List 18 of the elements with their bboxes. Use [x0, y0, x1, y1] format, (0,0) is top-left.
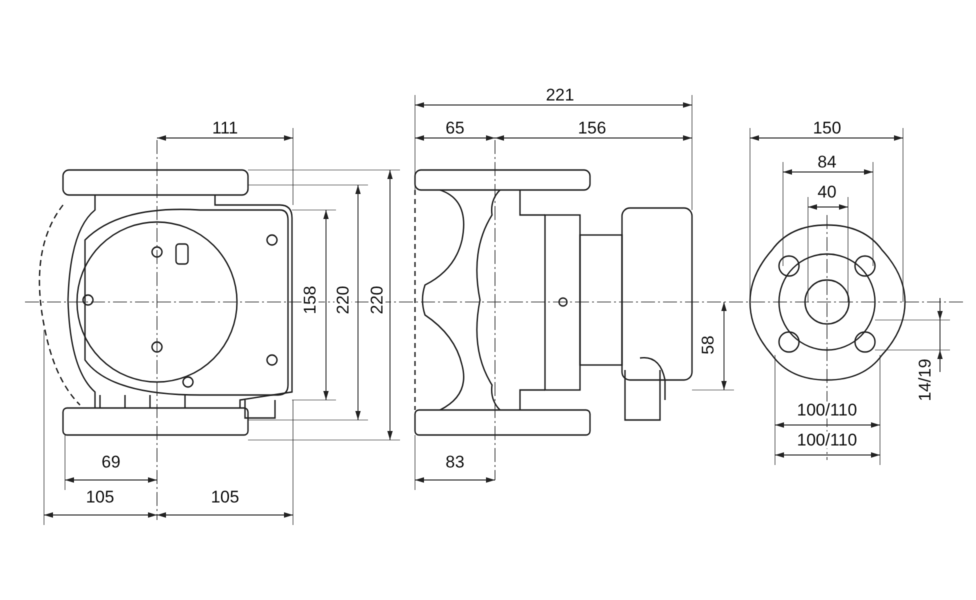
dimension-label: 83: [444, 454, 466, 470]
dimension-label: 158: [302, 284, 318, 316]
dimension-label: 14/19: [916, 358, 934, 402]
dimension-label: 111: [211, 120, 239, 136]
dimension-label: 220: [334, 284, 352, 316]
dimension-label: 221: [544, 86, 576, 104]
dimension-label: 105: [84, 488, 116, 506]
dimension-label: 40: [816, 184, 838, 200]
dimension-label: 100/110: [796, 432, 858, 448]
dimension-label: 65: [444, 120, 466, 136]
dimension-label: 150: [812, 120, 842, 136]
dimension-label: 156: [576, 120, 608, 136]
dimension-label: 69: [100, 454, 122, 470]
dimension-label: 220: [368, 284, 386, 316]
dimension-label: 100/110: [796, 402, 858, 418]
dimension-label: 84: [816, 154, 838, 170]
dimension-label: 58: [700, 334, 716, 356]
dimension-label: 105: [210, 488, 240, 506]
